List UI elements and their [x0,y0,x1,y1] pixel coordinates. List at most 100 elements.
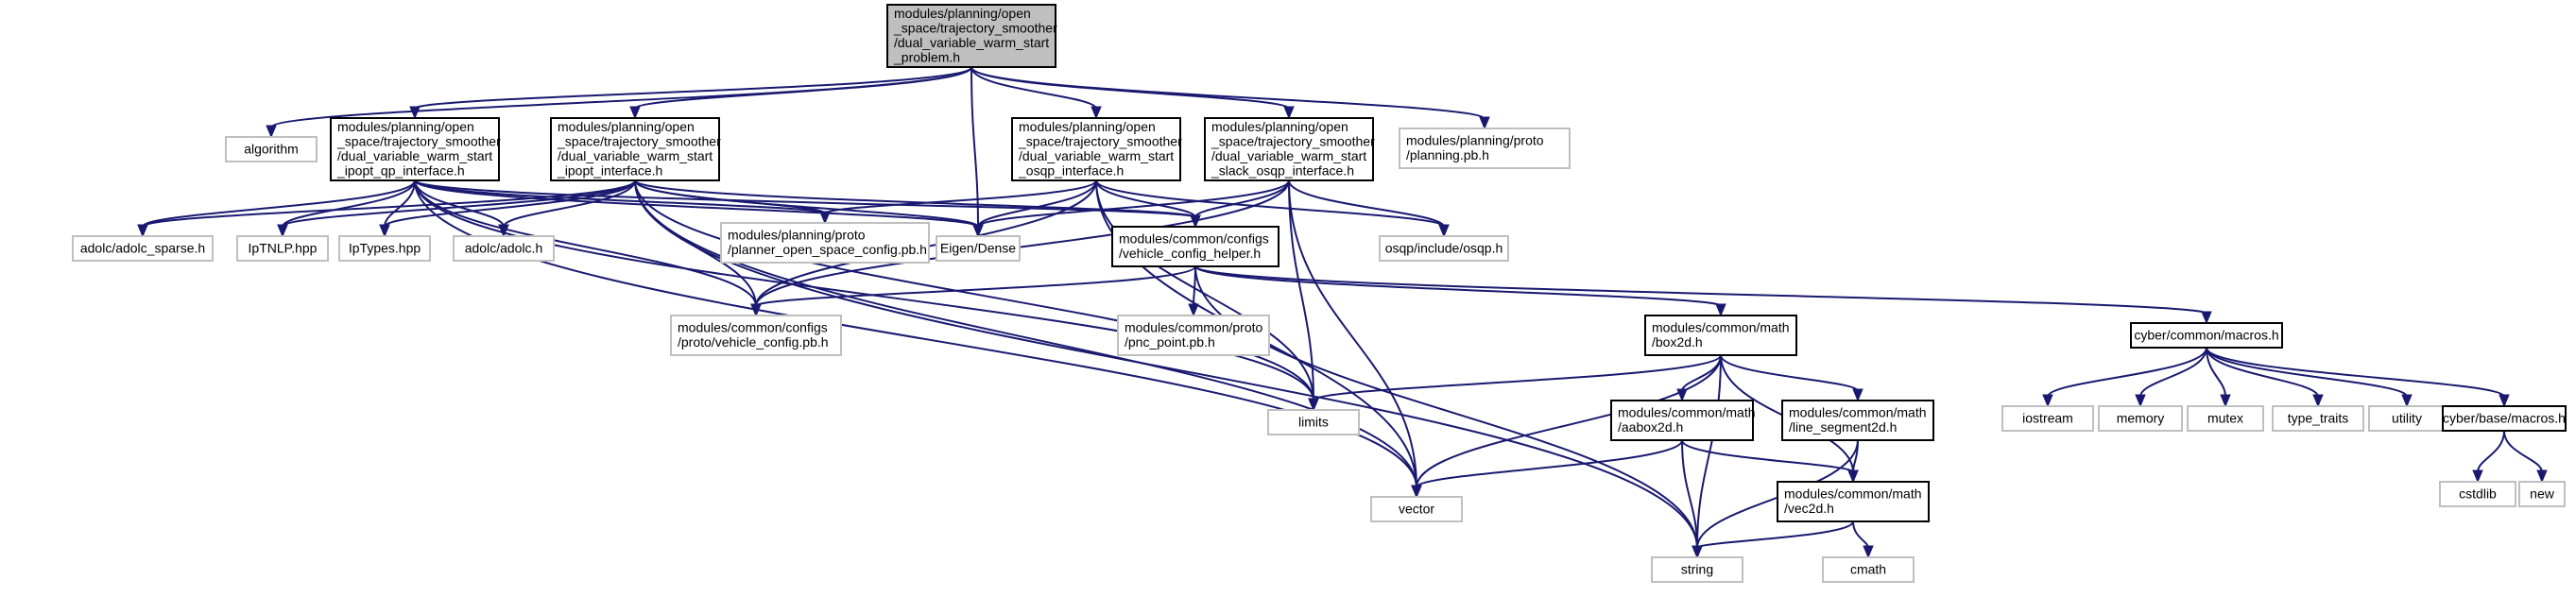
arrowhead-ipopt-to-iptnlp [277,224,288,238]
node-limits: limits [1267,409,1360,435]
node-iostream: iostream [2001,405,2094,432]
edge-aabox-to-vec2d [1681,439,1854,473]
node-label-ipopt-line-0: modules/planning/open [558,119,695,134]
node-label-box2d-line-1: /box2d.h [1652,334,1703,350]
node-box2d[interactable]: modules/common/math/box2d.h [1644,315,1797,356]
node-box-mutex [2187,405,2264,432]
edge-slack-to-vcfg [755,179,1290,307]
edge-ipopt_qp-to-planner_cfg [414,179,826,214]
node-label-root-line-2: /dual_variable_warm_start [894,35,1049,50]
node-label-cmath-line-0: cmath [1850,561,1886,576]
edge-ipopt_qp-to-adolc_sparse [142,179,416,228]
node-box-cstdlib [2439,481,2516,507]
node-box-ipopt_qp [330,117,500,181]
node-box-osqp_if [1011,117,1181,181]
node-string: string [1651,556,1743,583]
nodes-layer: modules/planning/open_space/trajectory_s… [72,4,2567,583]
node-label-utility-line-0: utility [2392,410,2422,425]
edge-vch-to-macros [1194,265,2207,315]
arrowhead-root-to-algorithm [266,125,277,139]
edge-slack-to-osqp [1288,179,1445,228]
node-box-base_macros [2442,405,2567,432]
edge-ipopt-to-limits [634,179,1314,401]
node-box-iptnlp [236,235,329,262]
node-box-string [1651,556,1743,583]
edge-macros-to-utility [2206,347,2408,398]
node-ipopt_qp[interactable]: modules/planning/open_space/trajectory_s… [330,117,501,181]
edge-aabox-to-string [1681,439,1698,549]
node-label-osqp_if-line-2: /dual_variable_warm_start [1019,148,1174,163]
node-label-vch-line-0: modules/common/configs [1119,231,1269,247]
node-box-cmath [1822,556,1915,583]
arrowhead-ipopt-to-adolc [498,224,509,238]
node-box-vcfg [670,315,842,356]
node-label-lineseg-line-1: /line_segment2d.h [1789,419,1897,435]
node-label-osqp_if-line-1: _space/trajectory_smoother [1018,134,1182,149]
edge-ipopt-to-adolc_sparse [142,179,636,228]
edge-macros-to-iostream [2047,347,2207,398]
node-box-new [2518,481,2566,507]
node-type_traits: type_traits [2272,405,2364,432]
node-macros[interactable]: cyber/common/macros.h [2130,322,2283,349]
node-label-slack-line-0: modules/planning/open [1211,119,1348,134]
node-label-pnc-line-1: /pnc_point.pb.h [1125,334,1215,350]
node-box-algorithm [225,136,318,162]
arrowhead-base_macros-to-new [2536,469,2548,484]
node-label-ipopt_qp-line-2: /dual_variable_warm_start [337,148,492,163]
arrowhead-vch-to-pnc [1188,303,1199,317]
node-eigen: Eigen/Dense [936,235,1021,262]
node-label-type_traits-line-0: type_traits [2288,410,2349,425]
node-memory: memory [2098,405,2183,432]
node-planner_cfg: modules/planning/proto/planner_open_spac… [720,222,930,264]
node-planning_pb: modules/planning/proto/planning.pb.h [1399,128,1571,169]
node-label-base_macros-line-0: cyber/base/macros.h [2443,410,2566,425]
node-box-utility [2368,405,2446,432]
node-label-adolc_sparse-line-0: adolc/adolc_sparse.h [80,240,205,255]
node-label-vec2d-line-0: modules/common/math [1784,486,1922,502]
arrowhead-vch-to-macros [2201,311,2212,325]
edge-root-to-ipopt [634,66,972,110]
node-vec2d[interactable]: modules/common/math/vec2d.h [1777,481,1930,522]
node-label-osqp_if-line-0: modules/planning/open [1019,119,1156,134]
edge-osqp_if-to-eigen [977,179,1097,228]
node-lineseg[interactable]: modules/common/math/line_segment2d.h [1781,400,1934,441]
node-osqp_if[interactable]: modules/planning/open_space/trajectory_s… [1011,117,1182,181]
node-mutex: mutex [2187,405,2264,432]
edge-ipopt-to-eigen [634,179,979,228]
edge-slack-to-eigen [977,179,1290,228]
node-ipopt[interactable]: modules/planning/open_space/trajectory_s… [550,117,721,181]
arrowhead-root-to-osqp_if [1091,106,1102,120]
edge-slack-to-limits [1288,179,1314,401]
node-label-cstdlib-line-0: cstdlib [2459,486,2497,501]
node-label-iostream-line-0: iostream [2022,410,2073,425]
node-slack[interactable]: modules/planning/open_space/trajectory_s… [1204,117,1375,181]
node-label-limits-line-0: limits [1298,414,1329,429]
node-box-macros [2130,322,2283,349]
edge-box2d-to-string [1696,354,1722,549]
node-adolc_sparse: adolc/adolc_sparse.h [72,235,214,262]
edge-ipopt_qp-to-vcfg [414,179,757,307]
node-label-ipopt_qp-line-3: _ipopt_qp_interface.h [336,163,465,179]
node-base_macros[interactable]: cyber/base/macros.h [2442,405,2567,432]
node-label-aabox-line-1: /aabox2d.h [1618,419,1683,435]
node-label-macros-line-0: cyber/common/macros.h [2134,327,2278,342]
node-label-mutex-line-0: mutex [2207,410,2243,425]
node-label-vec2d-line-1: /vec2d.h [1784,501,1834,516]
edge-osqp_if-to-vch [1095,179,1196,218]
node-vch[interactable]: modules/common/configs/vehicle_config_he… [1111,226,1279,267]
node-box-root [886,4,1056,68]
edge-box2d-to-limits [1313,354,1722,401]
node-root[interactable]: modules/planning/open_space/trajectory_s… [886,4,1057,68]
node-aabox[interactable]: modules/common/math/aabox2d.h [1610,400,1756,441]
arrowhead-lineseg-to-vec2d [1847,469,1859,484]
edge-ipopt-to-vch [634,179,1196,218]
node-label-lineseg-line-0: modules/common/math [1789,405,1927,420]
node-box-slack [1204,117,1374,181]
node-label-root-line-1: _space/trajectory_smoother [893,21,1057,36]
node-label-memory-line-0: memory [2117,410,2165,425]
node-box-iostream [2001,405,2094,432]
node-box-planning_pb [1399,128,1571,169]
node-label-planning_pb-line-1: /planning.pb.h [1406,147,1489,162]
edge-base_macros-to-new [2503,430,2543,473]
node-label-root-line-3: _problem.h [893,50,960,65]
